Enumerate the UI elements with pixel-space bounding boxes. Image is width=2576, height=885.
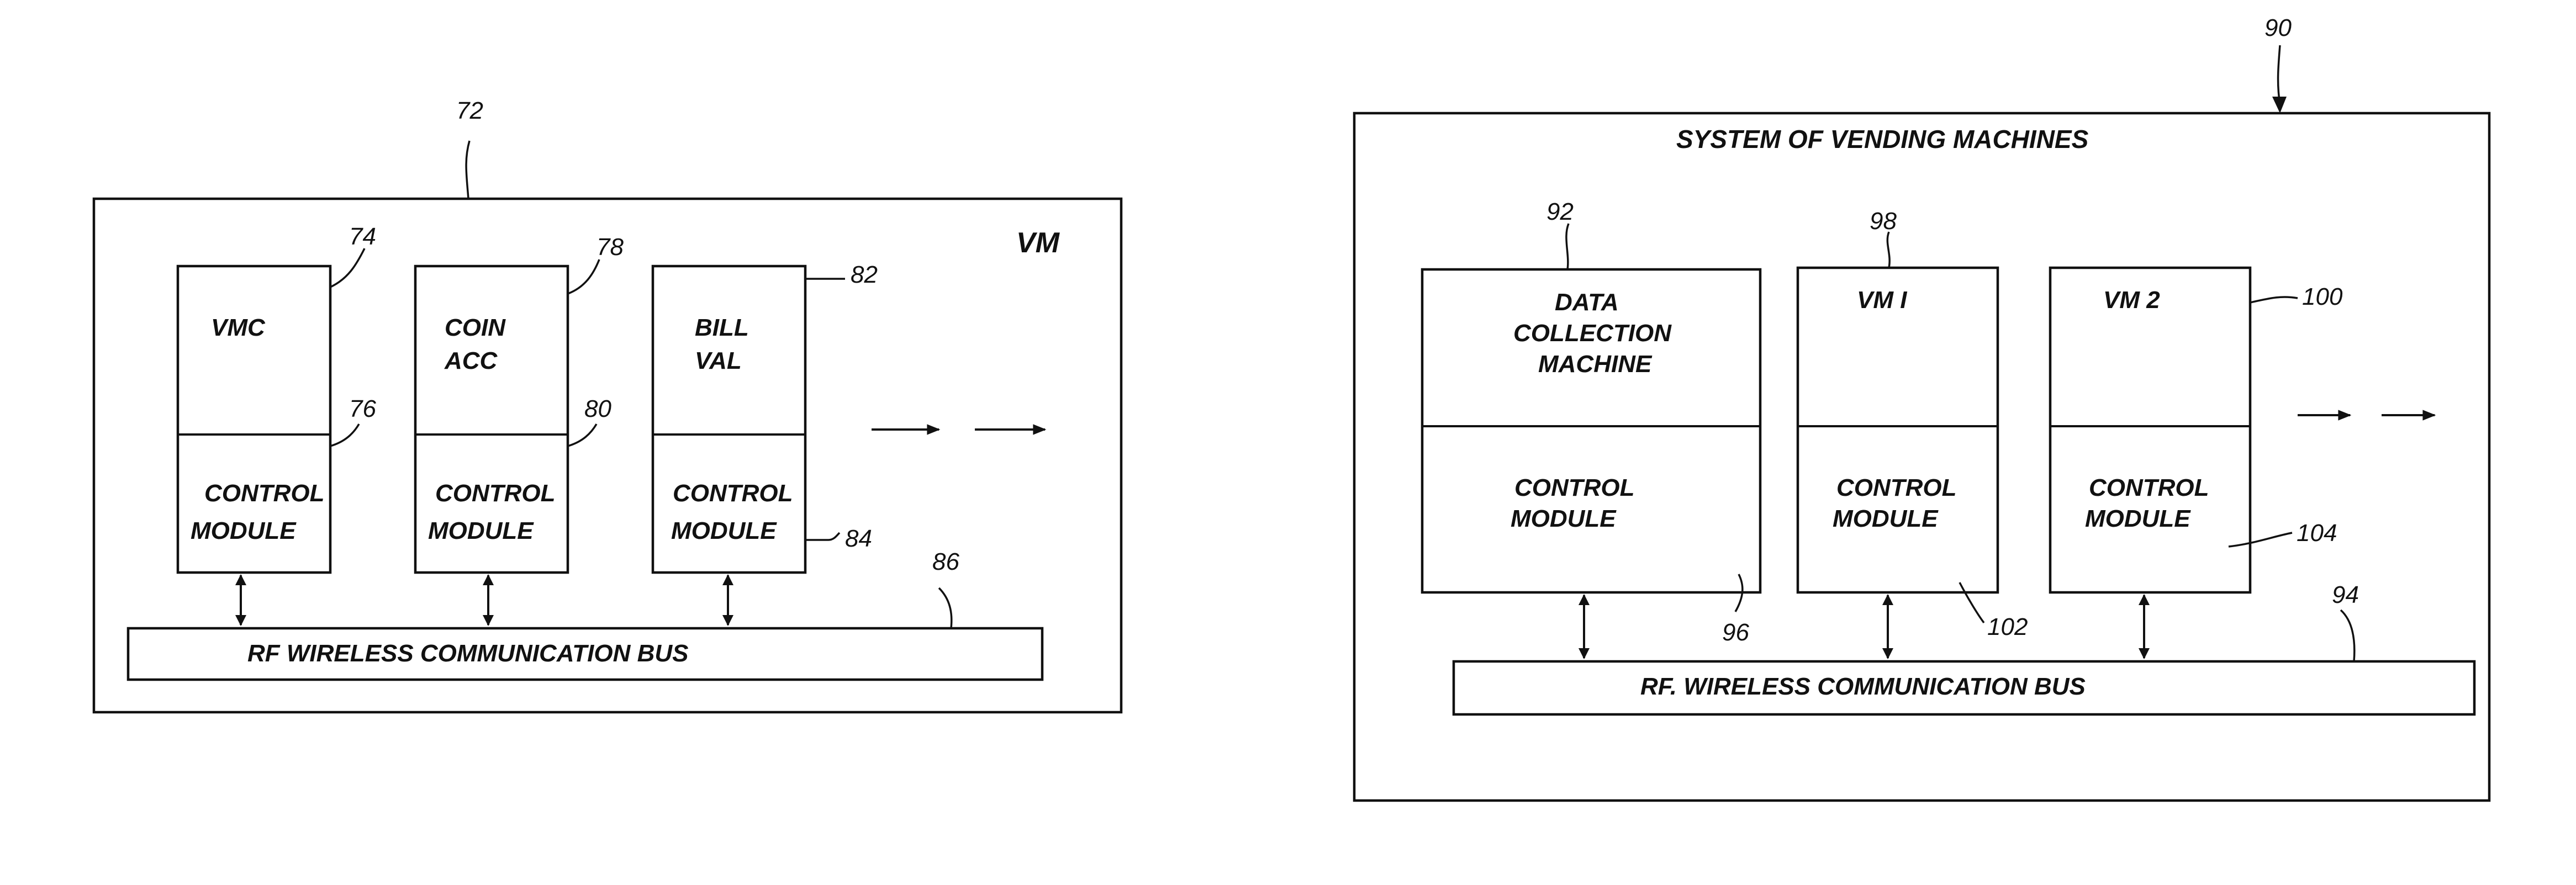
ref-leader-98	[1887, 232, 1889, 268]
vm2-box	[2050, 268, 2250, 592]
module-label: MODULE	[428, 517, 534, 544]
ref-label-104: 104	[2297, 520, 2337, 547]
control-label: CONTROL	[1514, 474, 1635, 501]
ref-leader-84	[805, 533, 840, 540]
system-title: SYSTEM OF VENDING MACHINES	[1676, 125, 2089, 153]
vm-enclosure	[94, 199, 1121, 712]
module-vmc-label: VMC	[211, 314, 266, 341]
module-label: MODULE	[2085, 505, 2191, 532]
module-bill-val: BILL VAL CONTROL MODULE 82 84	[653, 261, 878, 625]
machine-label-line2: COLLECTION	[1513, 320, 1672, 347]
ref-label-78: 78	[597, 234, 624, 261]
ref-leader-86	[939, 588, 952, 628]
ref-label-96: 96	[1722, 619, 1749, 646]
ref-leader-102	[1960, 582, 1984, 623]
ref-label-84: 84	[845, 525, 872, 552]
ref-label-74: 74	[349, 223, 376, 250]
ref-leader-72	[466, 141, 469, 199]
control-label: CONTROL	[1836, 474, 1957, 501]
vending-machine-1: VM I CONTROL MODULE 98 102	[1798, 208, 2028, 658]
ref-leader-104	[2229, 533, 2292, 547]
ref-leader-94	[2341, 610, 2355, 661]
ref-label-94: 94	[2332, 581, 2359, 608]
ref-label-76: 76	[349, 395, 376, 422]
ref-label-72: 72	[456, 97, 483, 124]
module-coin-acc: COIN ACC CONTROL MODULE 78 80	[415, 234, 624, 625]
vm1-box	[1798, 268, 1998, 592]
control-label: CONTROL	[204, 480, 325, 507]
ref-label-92: 92	[1546, 198, 1574, 225]
module-coin-label-line2: ACC	[444, 347, 498, 374]
machine-label-line3: MACHINE	[1538, 351, 1653, 378]
ref-leader-76	[330, 424, 359, 446]
ref-label-86: 86	[932, 548, 959, 575]
right-figure: SYSTEM OF VENDING MACHINES 90 DATA COLLE…	[1354, 14, 2489, 801]
ref-leader-78	[568, 259, 599, 294]
ref-label-100: 100	[2302, 283, 2343, 310]
ref-label-80: 80	[584, 395, 611, 422]
machine-label-line1: DATA	[1555, 289, 1619, 316]
module-bill-label-line1: BILL	[695, 314, 749, 341]
ref-label-98: 98	[1870, 208, 1897, 235]
ref-label-90: 90	[2264, 14, 2292, 41]
ref-arrowhead-90	[2272, 97, 2287, 113]
module-label: MODULE	[671, 517, 777, 544]
data-collection-machine-box	[1422, 269, 1760, 592]
vm-tag: VM	[1016, 227, 1060, 259]
ref-label-102: 102	[1987, 613, 2028, 640]
ref-label-82: 82	[851, 261, 878, 288]
control-label: CONTROL	[2089, 474, 2209, 501]
module-bill-label-line2: VAL	[695, 347, 742, 374]
module-label: MODULE	[1833, 505, 1939, 532]
ref-leader-80	[568, 424, 597, 446]
control-label: CONTROL	[673, 480, 793, 507]
left-figure: 72 VM VMC CONTROL MODULE 74 76 COIN ACC …	[94, 97, 1121, 712]
vm2-label: VM 2	[2103, 287, 2160, 314]
module-vmc: VMC CONTROL MODULE 74 76	[178, 223, 376, 625]
vending-machine-2: VM 2 CONTROL MODULE 100 104	[2050, 268, 2343, 658]
bus-label: RF WIRELESS COMMUNICATION BUS	[247, 640, 689, 667]
ref-leader-74	[330, 248, 365, 287]
bus-label: RF. WIRELESS COMMUNICATION BUS	[1640, 673, 2086, 700]
data-collection-machine: DATA COLLECTION MACHINE CONTROL MODULE 9…	[1422, 198, 1760, 658]
ref-leader-90	[2278, 45, 2280, 105]
ref-leader-100	[2250, 297, 2298, 303]
module-label: MODULE	[1511, 505, 1617, 532]
module-coin-label-line1: COIN	[445, 314, 506, 341]
vm1-label: VM I	[1857, 287, 1907, 314]
ref-leader-92	[1566, 224, 1569, 269]
module-label: MODULE	[191, 517, 297, 544]
control-label: CONTROL	[435, 480, 556, 507]
